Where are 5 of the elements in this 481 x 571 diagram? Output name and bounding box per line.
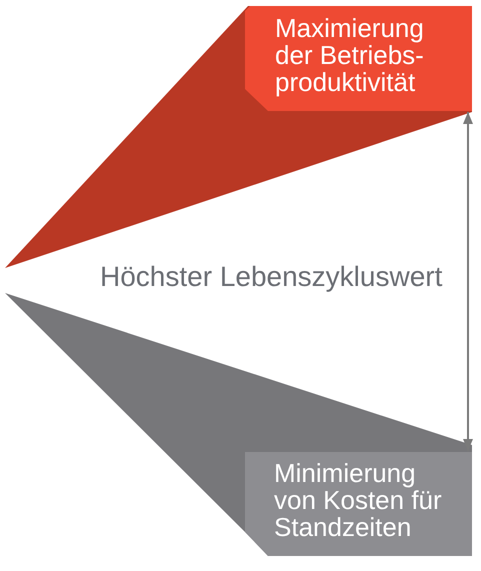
center-label: Höchster Lebenszykluswert bbox=[100, 260, 442, 294]
goal-panel bbox=[245, 452, 472, 556]
goal-text: Maximierung der Betriebs- produktivität bbox=[275, 15, 425, 96]
goal-text: Minimierung von Kosten für Standzeiten bbox=[274, 460, 443, 541]
goal-panel bbox=[245, 6, 472, 111]
